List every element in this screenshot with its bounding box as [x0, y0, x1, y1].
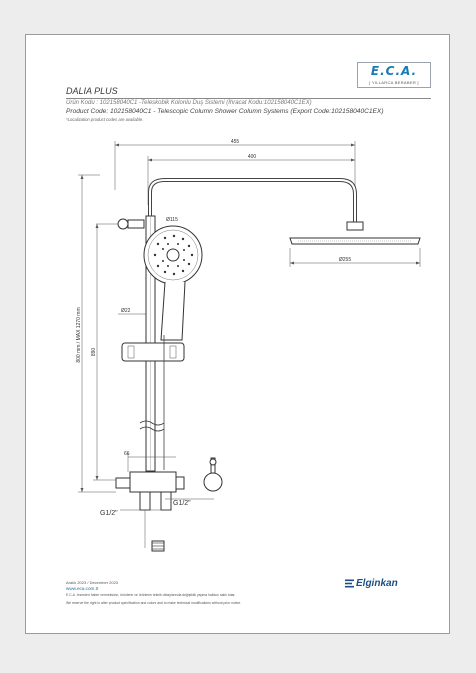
- elginkan-mark-icon: [345, 579, 354, 588]
- dim-22-label: Ø22: [121, 308, 131, 314]
- website-link[interactable]: www.eca.com.tr: [66, 586, 99, 591]
- localization-note: *Localization product codes are availabl…: [66, 117, 144, 122]
- issue-date: Aralık 2023 / December 2023: [66, 580, 119, 585]
- header-divider: [66, 98, 431, 99]
- wall-bracket-top: [117, 218, 129, 230]
- slider-holder: [121, 342, 185, 362]
- right-handle: [175, 476, 185, 490]
- dim-455-label: 455: [231, 139, 240, 145]
- dim-inner-label: 890: [91, 348, 97, 357]
- hand-shower-handle: [160, 281, 186, 341]
- eca-logo-tagline: [ YILLARCA BERABER ]: [369, 80, 419, 85]
- dim-255-label: Ø255: [339, 257, 351, 263]
- dim-height-label: 800 mm / MAX 1270 mm: [76, 307, 82, 362]
- eca-logo-mark: E.C.A.: [370, 64, 418, 78]
- product-title: DALIA PLUS: [66, 86, 118, 96]
- shower-arm: [148, 178, 357, 222]
- disclaimer-tr: E.C.A. önceden haber vermeksizin, ürünle…: [66, 593, 236, 597]
- mixer-body: [129, 471, 177, 493]
- diverter-detail: [203, 472, 223, 492]
- product-code-en: Product Code: 102158040C1 - Telescopic C…: [66, 108, 384, 115]
- dim-115-label: Ø115: [166, 217, 178, 223]
- dim-400-label: 400: [248, 154, 257, 160]
- head-shower-connector: [346, 221, 364, 231]
- thread-left-label: G1/2": [100, 510, 118, 517]
- dim-66-label: 66: [124, 451, 130, 457]
- thread-right-label: G1/2": [173, 500, 191, 507]
- left-handle: [115, 477, 131, 489]
- eca-logo: E.C.A. [ YILLARCA BERABER ]: [357, 62, 431, 88]
- disclaimer-en: We reserve the right to alter product sp…: [66, 601, 242, 605]
- elginkan-logo: Elginkan: [345, 578, 398, 589]
- product-code-tr: Ürün Kodu : 102158040C1 -Teleskobik Kolo…: [66, 100, 312, 106]
- document-sheet: [25, 34, 450, 634]
- elginkan-wordmark: Elginkan: [356, 578, 398, 589]
